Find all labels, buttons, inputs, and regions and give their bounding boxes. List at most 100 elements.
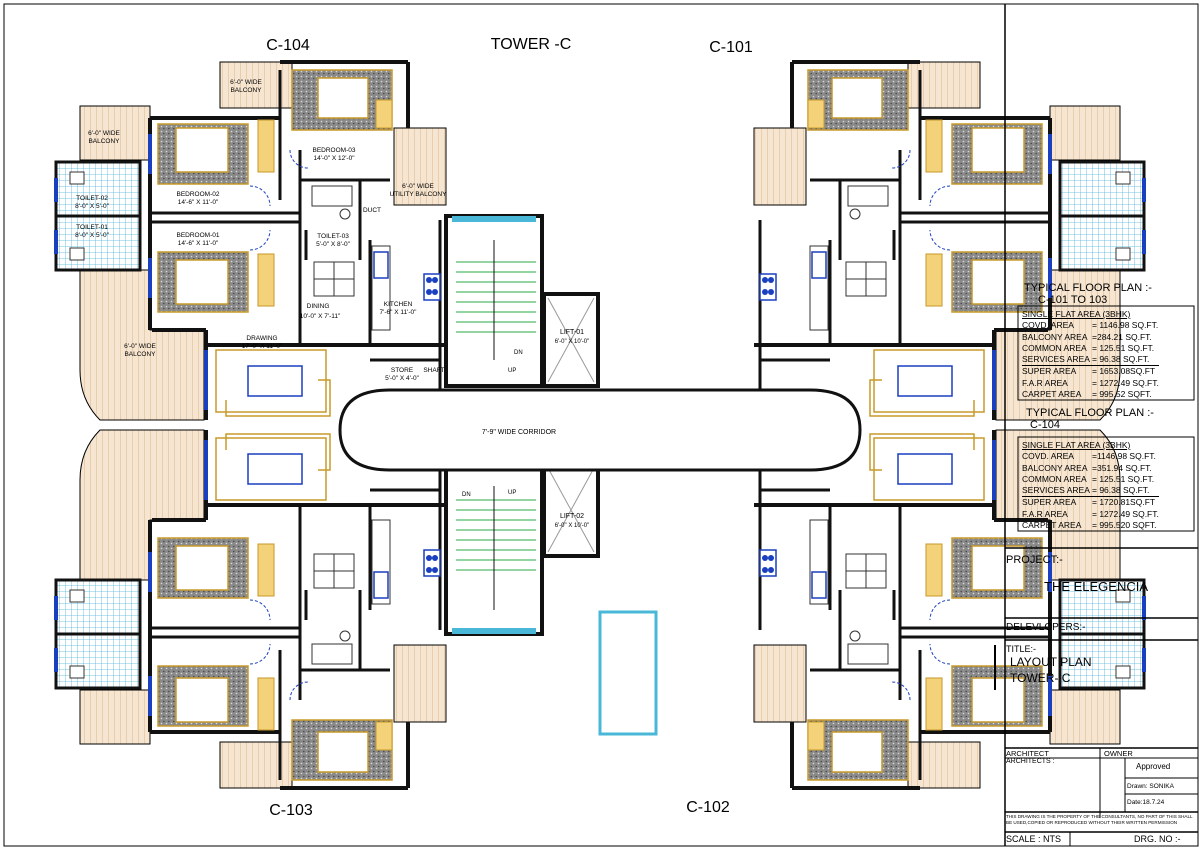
architect-label: ARCHITECT [1006, 749, 1049, 758]
architects-label: ARCHITECTS : [1006, 758, 1055, 765]
flat-label-c102: C-102 [686, 799, 730, 816]
side-balcony-label: BALCONY [88, 138, 120, 145]
area-box-1-row-value: = 1272.49 SQ.FT. [1092, 377, 1159, 388]
area-box-1-row-label: COVD. AREA [1022, 320, 1074, 331]
lift-01-dim: 6'-0" X 10'-0" [555, 339, 590, 345]
balcony-label: BALCONY [230, 87, 262, 94]
area-box-1-sub: C-101 TO 103 [1038, 294, 1108, 306]
title-line-1: LAYOUT PLAN [1010, 655, 1092, 669]
area-box-2-row: CARPET AREA = 995.520 SQFT. [1022, 520, 1159, 531]
area-box-2-row-value: =351.94 SQ.FT. [1092, 462, 1152, 473]
area-box-2-row-label: COVD. AREA [1022, 451, 1074, 462]
area-box-2-heading: TYPICAL FLOOR PLAN :- [1026, 407, 1154, 419]
building-core [338, 214, 862, 736]
area-box-1-row: COVD. AREA = 1146.98 SQ.FT. [1022, 320, 1159, 331]
area-box-2-sub: C-104 [1030, 419, 1060, 431]
project-name: THE ELEGENCIA [1044, 579, 1149, 594]
area-box-1-row: CARPET AREA = 995.52 SQFT. [1022, 389, 1159, 400]
area-box-2-row-label: COMMON AREA [1022, 473, 1087, 484]
area-box-2-row-value: = 125.51 SQ.FT. [1092, 473, 1155, 484]
bedroom-01-label: BEDROOM-01 [177, 232, 220, 239]
area-box-2-row-value: = 995.520 SQFT. [1092, 520, 1157, 531]
drawn-by: Drawn: SONIKA [1127, 783, 1174, 790]
toilet-03-label: TOILET-03 [317, 233, 349, 240]
drawing-number: DRG. NO :- [1134, 834, 1181, 844]
toilet-01-dim: 8'-0" X 5'-0" [75, 232, 110, 239]
bedroom-03-label: BEDROOM-03 [313, 147, 356, 154]
room-labels: BEDROOM-02 14'-6" X 11'-0" BEDROOM-01 14… [75, 79, 447, 382]
kitchen-label: KITCHEN [384, 301, 413, 308]
project-label: PROJECT:- [1006, 554, 1063, 566]
area-box-1-row-label: SERVICES AREA [1022, 354, 1090, 365]
area-box-2-row-label: SERVICES AREA [1022, 485, 1090, 496]
flat-label-c104: C-104 [266, 37, 310, 54]
area-box-2-row: BALCONY AREA =351.94 SQ.FT. [1022, 463, 1159, 474]
bedroom-02-dim: 14'-6" X 11'-0" [178, 199, 219, 206]
toilet-02-label: TOILET-02 [76, 195, 108, 202]
area-box-2-row-value: = 96.38 SQ.FT. [1092, 485, 1150, 496]
store-dim: 5'-0" X 4'-0" [385, 375, 420, 382]
area-box-1-rows: SINGLE FLAT AREA (3BHK) COVD. AREA = 1146… [1022, 309, 1159, 400]
area-box-2-row: SUPER AREA = 1720.81SQ.FT [1022, 496, 1159, 508]
side-balcony-width-label: 6'-0" WIDE [88, 130, 120, 137]
area-box-1-row-label: BALCONY AREA [1022, 331, 1088, 342]
area-box-2-row-label: CARPET AREA [1022, 520, 1082, 531]
area-box-1-row: SUPER AREA= 1653.08SQ.FT [1022, 365, 1159, 377]
area-box-1-row-label: SUPER AREA [1022, 366, 1077, 377]
area-box-1-row-value: = 125.51 SQ.FT. [1092, 342, 1155, 353]
area-box-1-row-value: = 1146.98 SQ.FT. [1092, 320, 1159, 331]
area-box-1-row: SERVICES AREA= 96.38 SQ.FT. [1022, 354, 1159, 365]
stair-dn-label-2: DN [462, 492, 471, 498]
duct-label: DUCT [363, 207, 381, 214]
toilet-02-dim: 8'-0" X 5'-0" [75, 203, 110, 210]
area-box-2-row-value: = 1272.49 SQ.FT. [1092, 508, 1159, 519]
dining-label: DINING [307, 303, 330, 310]
developers-label: DELEVLOPERS:- [1006, 622, 1086, 633]
area-box-1-row: F.A.R AREA = 1272.49 SQ.FT. [1022, 378, 1159, 389]
tower-title: TOWER -C [491, 36, 572, 53]
dining-dim: 10'-0" X 7'-11" [300, 313, 341, 320]
bedroom-03-dim: 14'-0" X 12'-0" [313, 155, 355, 162]
flat-label-c103: C-103 [269, 802, 313, 819]
area-box-2-row: COVD. AREA =1146.98 SQ.FT. [1022, 451, 1159, 462]
flat-label-c101: C-101 [709, 39, 753, 56]
drawing-label: DRAWING [246, 335, 277, 342]
area-box-1-row-value: = 995.52 SQFT. [1092, 389, 1152, 400]
lift-02-dim: 6'-0" X 10'-0" [555, 523, 590, 529]
area-box-1-row-value: = 96.38 SQ.FT. [1092, 354, 1150, 365]
area-box-1-row-label: CARPET AREA [1022, 389, 1082, 400]
area-box-1: TYPICAL FLOOR PLAN :- C-101 TO 103 [1024, 282, 1152, 306]
area-box-1-row: BALCONY AREA =284.21 SQ.FT. [1022, 332, 1159, 343]
scale-label: SCALE : NTS [1006, 834, 1062, 844]
area-box-1-heading: TYPICAL FLOOR PLAN :- [1024, 282, 1152, 294]
area-box-2-row: COMMON AREA = 125.51 SQ.FT. [1022, 474, 1159, 485]
area-box-1-title: SINGLE FLAT AREA (3BHK) [1022, 309, 1131, 319]
area-box-1-row-value: =284.21 SQ.FT. [1092, 331, 1152, 342]
page-border [3, 3, 1199, 847]
area-box-2-row-label: F.A.R AREA [1022, 508, 1068, 519]
stair-dn-label: DN [514, 350, 523, 356]
owner-label: OWNER [1104, 749, 1133, 758]
copyright-note: THIS DRAWING IS THE PROPERTY OF THE CONS… [1006, 814, 1193, 825]
title-line-2: TOWER- C [1010, 671, 1071, 685]
area-box-1-row-label: COMMON AREA [1022, 342, 1087, 353]
toilet-03-dim: 5'-0" X 8'-0" [316, 241, 351, 248]
area-box-2-row-value: =1146.98 SQ.FT. [1092, 451, 1156, 462]
area-box-2-row-label: BALCONY AREA [1022, 462, 1088, 473]
area-box-1-row-label: F.A.R AREA [1022, 377, 1068, 388]
drawing-dim: 17'-0" X 11'-0" [242, 343, 283, 350]
drawing-balcony-width-label: 6'-0" WIDE [124, 343, 156, 350]
stair-up-label: UP [508, 368, 516, 374]
utility-width-label: 6'-0" WIDE [402, 183, 434, 190]
store-label: STORE [391, 367, 414, 374]
drawing-balcony-label: BALCONY [124, 351, 156, 358]
approved-label: Approved [1136, 762, 1171, 771]
corridor-label: 7'-9" WIDE CORRIDOR [482, 429, 556, 436]
area-box-2-row: F.A.R AREA = 1272.49 SQ.FT. [1022, 509, 1159, 520]
area-box-2-row-value: = 1720.81SQ.FT [1092, 497, 1156, 508]
area-box-2-row-label: SUPER AREA [1022, 497, 1077, 508]
area-box-1-row: COMMON AREA = 125.51 SQ.FT. [1022, 343, 1159, 354]
utility-balcony-label: UTILITY BALCONY [390, 191, 448, 198]
area-box-2-row: SERVICES AREA= 96.38 SQ.FT. [1022, 485, 1159, 496]
